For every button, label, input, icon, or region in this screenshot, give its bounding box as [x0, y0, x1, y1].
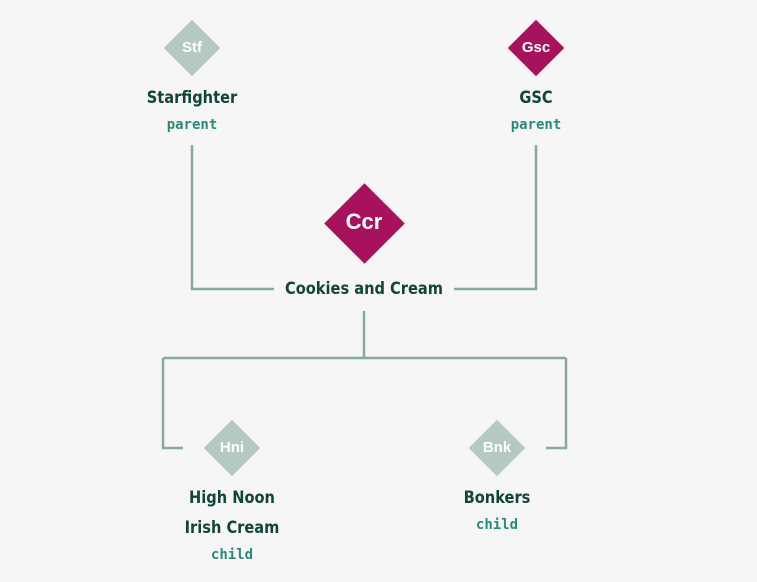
starfighter-abbr: Stf: [182, 39, 202, 56]
gsc-role: parent: [510, 117, 562, 133]
bonkers-abbr: Bnk: [482, 439, 512, 456]
high-noon-name-line1: High Noon: [189, 488, 275, 508]
starfighter-name: Starfighter: [146, 88, 238, 108]
high-noon-name-line2: Irish Cream: [184, 518, 280, 538]
high-noon-abbr: Hni: [219, 439, 245, 456]
gsc-abbr: Gsc: [521, 39, 551, 56]
starfighter-role: parent: [166, 117, 218, 133]
child-left-connector: [161, 358, 183, 450]
parent-right-connector: [454, 145, 538, 291]
child-right-connector: [546, 358, 568, 450]
bonkers-role: child: [475, 517, 519, 533]
bonkers-name: Bonkers: [463, 488, 531, 508]
high-noon-role: child: [210, 547, 254, 563]
gsc-name: GSC: [519, 88, 553, 108]
parent-left-connector: [190, 145, 274, 291]
cookies-and-cream-abbr: Ccr: [345, 209, 383, 234]
cookies-and-cream-name: Cookies and Cream: [284, 279, 444, 299]
